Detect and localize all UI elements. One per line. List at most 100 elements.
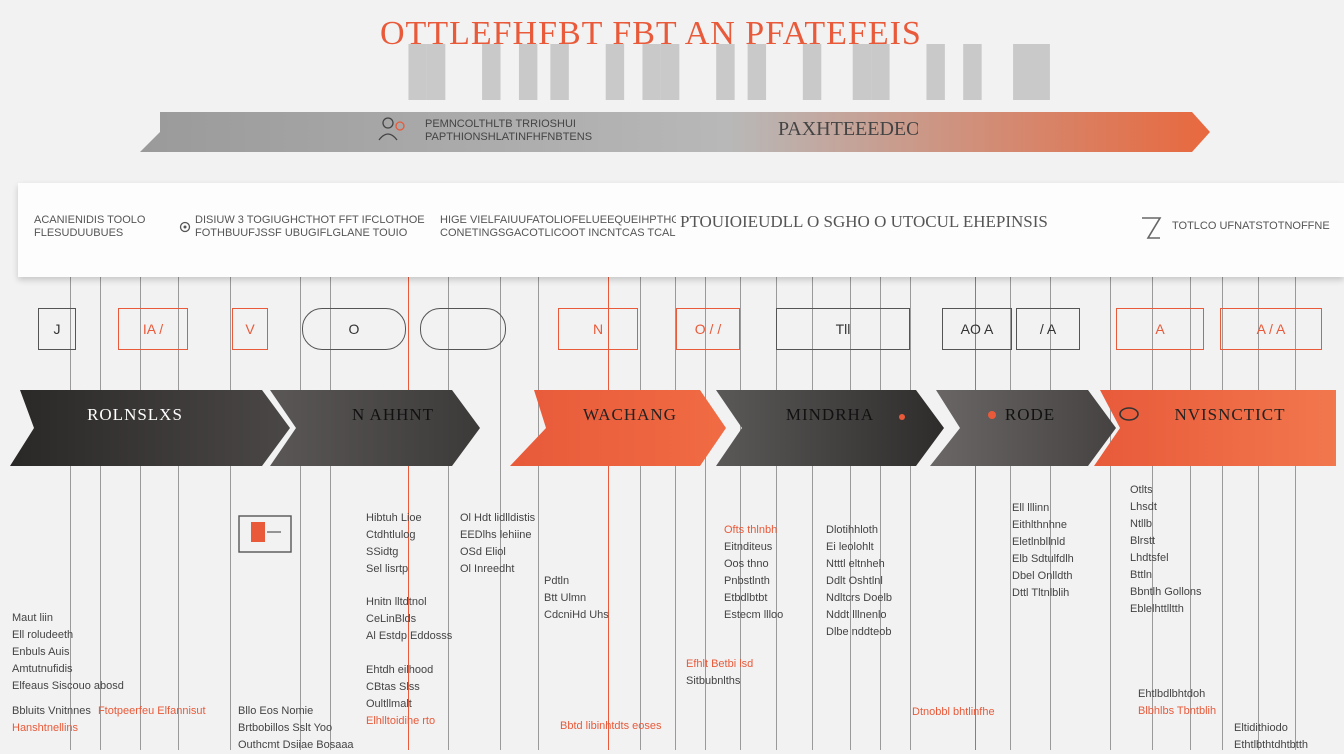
note-5-line-1: Pdtln — [544, 575, 570, 587]
note-6-line-1: Ofts thlnbh — [724, 524, 778, 536]
stage-chevron-6 — [1094, 390, 1336, 466]
note-3-line-3: SSidtg — [366, 546, 399, 558]
stage-chevron-3 — [510, 390, 726, 466]
note-4-line-2: EEDlhs lehiine — [460, 529, 532, 541]
note-7-line-1: Dlotihhloth — [826, 524, 878, 536]
note-6-line-6: Estecm llloo — [724, 609, 784, 621]
note-block-5: Pdtln Btt Ulmn CdcniHd Uhs — [544, 573, 614, 624]
stage-label-3: WACHANG — [583, 405, 677, 424]
note-block-3: Hibtuh Lioe Ctdhtlulog SSidtg Sel lisrtp — [366, 510, 456, 578]
note-9-line-1: Otlts — [1130, 484, 1153, 496]
note-block-9b: Ehtlbdlbhtdoh Blbhlbs Tbntblih — [1138, 686, 1238, 720]
note-6-line-3: Oos thno — [724, 558, 769, 570]
note-block-2: Bllo Eos Nomie Brtbobillos Sslt Yoo Outh… — [238, 703, 368, 754]
note-3-line-8: Ehtdh eilhood — [366, 664, 434, 676]
stage-chevron-2 — [270, 390, 480, 466]
band-col-1: ACANIENIDIS TOOLO FLESUDUUBUES — [34, 214, 164, 240]
note-block-7: Dlotihhloth Ei leolohlt Ntttl eltnheh Dd… — [826, 522, 916, 641]
stage-label-6: NVISNCTICT — [1174, 405, 1286, 424]
vertical-line — [850, 277, 851, 750]
note-1-line-1: Maut liin — [12, 612, 53, 624]
note-block-8b: Dtnobbl bhtlinfhe — [912, 704, 1012, 721]
note-4-line-1: Ol Hdt lidlldistis — [460, 512, 536, 524]
note-6-line-2: Eitnditeus — [724, 541, 773, 553]
diagram-title: OTTLEFHFBT FBT AN PFATEFEIS — [380, 15, 922, 52]
note-block-3c: Ehtdh eilhood CBtas Slss Oultllmalt Elhl… — [366, 662, 456, 730]
vertical-line — [538, 277, 539, 750]
note-block-1-tail: Bbluits Vnitnnes Ftotpeerfeu Elfannisut … — [12, 703, 222, 737]
vertical-line-accent — [975, 277, 976, 750]
vertical-line — [448, 277, 449, 750]
note-7-line-3: Ntttl eltnheh — [826, 558, 885, 570]
dot-icon — [897, 409, 907, 420]
description-band — [18, 183, 1344, 277]
stage-chevron-1 — [10, 390, 290, 466]
document-icon — [237, 514, 293, 554]
note-3-line-1: Hibtuh Lioe — [366, 512, 422, 524]
note-2-line-3: Outhcmt Dsiiae Bosaaa — [238, 739, 354, 751]
note-8-line-6: Dttl Tltnlblih — [1012, 587, 1070, 599]
note-block-10: Eltidithiodo Ethtlbthtdhtbtth — [1234, 720, 1342, 754]
band-right-label: TOTLCO UFNATSTOTNOFFNE — [1172, 220, 1330, 232]
note-3-line-2: Ctdhtlulog — [366, 529, 416, 541]
note-6-line-4: Pnbstlnth — [724, 575, 770, 587]
note-7-line-2: Ei leolohlt — [826, 541, 874, 553]
note-9-line-4: Blrstt — [1130, 535, 1156, 547]
note-7-line-5: Ndltcrs Doelb — [826, 592, 893, 604]
step-box-1: J — [38, 308, 76, 350]
note-7-line-7: Dlbe nddteob — [826, 626, 892, 638]
note-1-orange-1: Ftotpeerfeu Elfannisut — [97, 705, 206, 717]
band-col-1-line-2: FLESUDUUBUES — [34, 227, 124, 239]
vertical-line-accent — [608, 277, 609, 750]
note-8-line-2: Eithlthnhne — [1012, 519, 1068, 531]
note-block-5b: Bbtd libinhtdts eoses — [560, 718, 680, 735]
step-box-8: Tll — [776, 308, 910, 350]
vertical-line — [1152, 277, 1153, 750]
vertical-line — [1295, 277, 1296, 750]
note-3-line-4: Sel lisrtp — [366, 563, 409, 575]
note-1-line-4: Amtutnufidis — [12, 663, 73, 675]
stage-label-1: ROLNSLXS — [87, 405, 183, 424]
vertical-line — [230, 277, 231, 750]
note-9-line-8: Eblelhttlltth — [1130, 603, 1184, 615]
note-6-line-5: Etbdlbtbt — [724, 592, 768, 604]
note-block-9: Otlts Lhsdt Ntllb Blrstt Lhdtsfel Bttln … — [1130, 482, 1220, 618]
vertical-line-accent — [408, 277, 409, 750]
note-9-line-10: Blbhlbs Tbntblih — [1138, 705, 1217, 717]
note-1-orange-2: Hanshtnellins — [12, 722, 79, 734]
people-icon — [376, 114, 410, 144]
note-5-line-3: CdcniHd Uhs — [544, 609, 609, 621]
step-box-11: A — [1116, 308, 1204, 350]
vertical-line — [1258, 277, 1259, 750]
note-block-4: Ol Hdt lidlldistis EEDlhs lehiine OSd El… — [460, 510, 560, 578]
note-3-orange-1: Elhlltoidihe rto — [366, 715, 436, 727]
note-9-line-5: Lhdtsfel — [1130, 552, 1169, 564]
vertical-line — [705, 277, 706, 750]
note-block-3b: Hnitn lltdtnol CeLinBlds Al Estdp Eddoss… — [366, 594, 456, 645]
note-3-line-7: Al Estdp Eddosss — [366, 630, 453, 642]
note-2-line-1: Bllo Eos Nomie — [238, 705, 314, 717]
title-shadow: ▐▌▐▐ ▌▐▐▌▐ ▌▐ ▐▌▐▐ ▐▌▐▐▌▐▐ — [390, 44, 1080, 100]
note-3-line-10: Oultllmalt — [366, 698, 412, 710]
stage-label-2: N AHHNT — [351, 405, 435, 424]
step-box-6: N — [558, 308, 638, 350]
vertical-line — [740, 277, 741, 750]
top-arrow-left-text: PEMNCOLTHLTB TRRIOSHUI PAPTHIONSHLATINFH… — [425, 118, 625, 144]
note-1-line-2: Ell roludeeth — [12, 629, 74, 641]
note-3-line-5: Hnitn lltdtnol — [366, 596, 427, 608]
band-center-label: PTOUIOIEUDLL O SGHO O UTOCUL EHEPINSIS — [680, 212, 1048, 231]
stage-label-5: RODE — [1004, 405, 1056, 424]
note-6-orange-1: Efhlt Betbi lsd — [686, 658, 754, 670]
band-col-2: DISIUW 3 TOGIUGHCTHOT FFT IFCLOTHOE FOTH… — [195, 214, 435, 240]
note-10-line-2: Ethtlbthtdhtbtth — [1234, 739, 1308, 751]
note-4-line-4: Ol Inreedht — [460, 563, 515, 575]
step-box-12: A / A — [1220, 308, 1322, 350]
note-block-8: Ell lllinn Eithlthnhne Eletlnbllnld Elb … — [1012, 500, 1112, 602]
vertical-line — [300, 277, 301, 750]
band-col-1-line-1: ACANIENIDIS TOOLO — [34, 214, 146, 226]
step-box-9: AO A — [942, 308, 1012, 350]
note-9-line-9: Ehtlbdlbhtdoh — [1138, 688, 1206, 700]
vertical-line — [1190, 277, 1191, 750]
vertical-line — [1222, 277, 1223, 750]
note-3-line-9: CBtas Slss — [366, 681, 420, 693]
